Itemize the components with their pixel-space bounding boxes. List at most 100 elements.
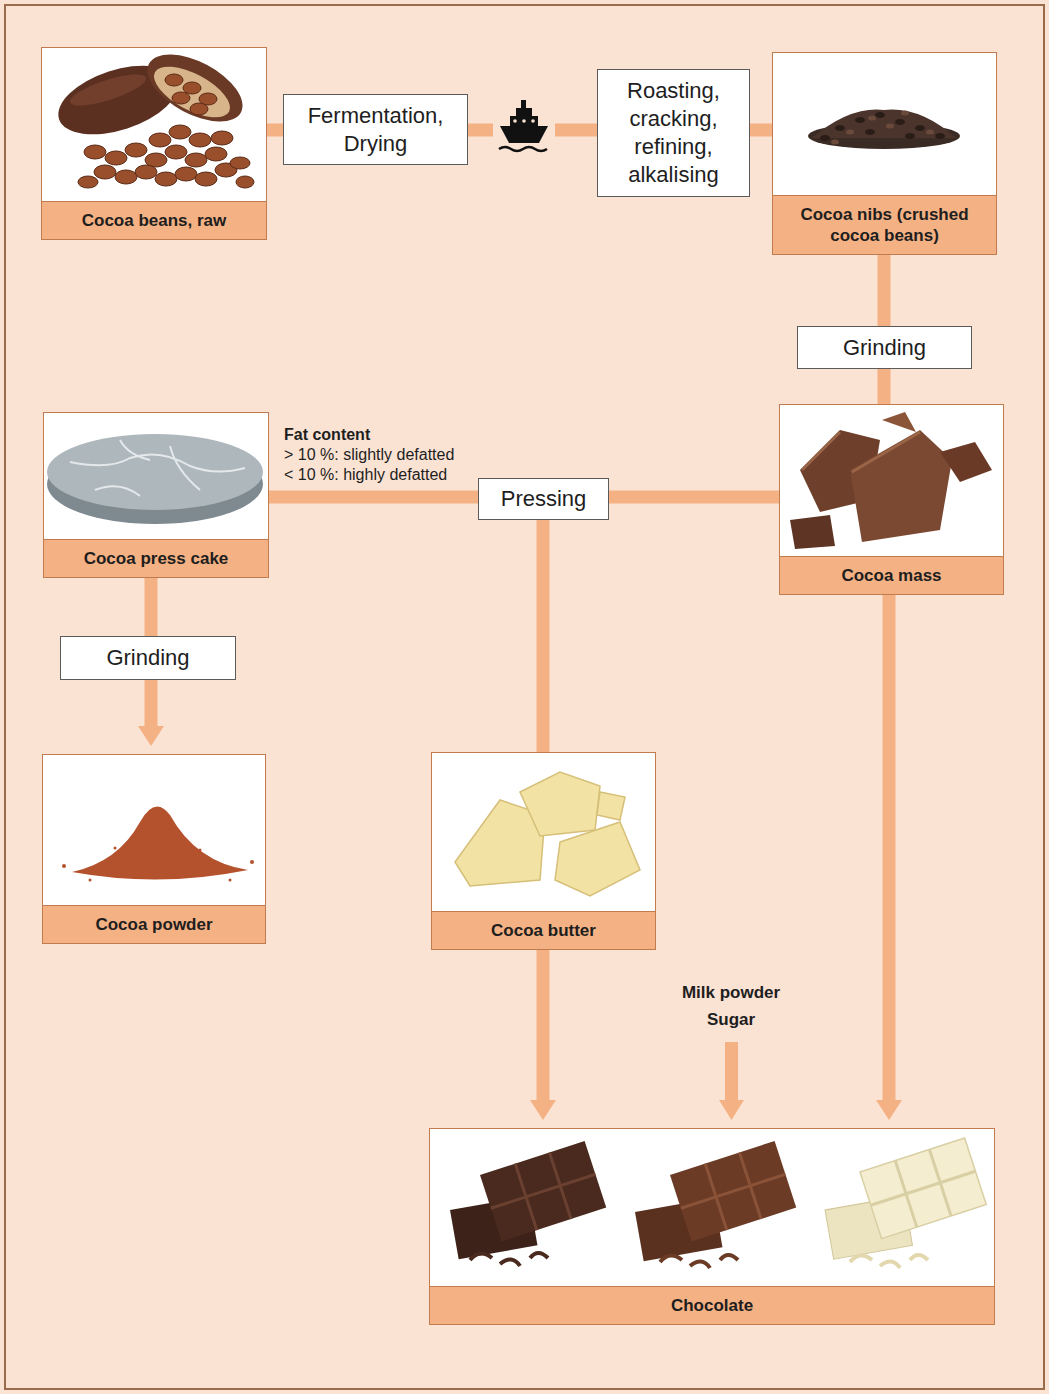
cocoa-pod-picture [236,176,254,188]
image-ground [42,754,266,906]
chocolate-picture [670,1141,796,1242]
cocoa-powder-picture [62,806,254,881]
process-box: Roasting, cracking, refining, alkalising [597,69,750,197]
product-label: Cocoa beans, raw [48,210,260,231]
cocoa-pod-picture [78,74,254,188]
product-label: Chocolate [436,1295,988,1316]
connector-line [750,124,772,137]
cocoa-powder-picture [229,879,232,882]
cocoa-powder-picture [89,879,92,882]
chocolate-picture [670,1141,796,1242]
cocoa-pod-picture [230,157,250,169]
process-box: Fermentation, Drying [283,94,468,165]
picture-area [430,1129,994,1286]
press-cake-picture [47,434,263,524]
picture-area [42,48,266,201]
cocoa-nibs-picture [846,130,854,135]
process-label: Roasting, cracking, refining, alkalising [604,77,743,189]
cocoa-powder-picture [114,847,117,850]
cocoa-powder-picture [62,864,66,868]
input-arrow [719,1042,744,1120]
cocoa-mass-picture [940,442,992,482]
cocoa-pod-picture [50,41,254,188]
cocoa-nibs-picture [935,133,945,139]
cocoa-butter-picture [520,772,600,836]
cocoa-pod-picture [149,133,171,147]
label-band: Cocoa nibs (crushed cocoa beans) [773,195,996,254]
ship-icon [499,147,547,151]
flow-connector [876,595,902,1120]
label-band: Cocoa powder [43,905,265,943]
process-label: Pressing [501,485,587,513]
flow-connector [267,130,283,131]
cocoa-nibs-picture [831,140,839,145]
connector-line [609,491,779,504]
picture-area [43,755,265,905]
cocoa-pod-picture [155,172,177,186]
cocoa-butter-picture [597,792,625,820]
product-box: Cocoa beans, raw [41,47,267,240]
image-ground [779,404,1004,557]
picture-area [773,53,996,195]
cocoa-pod-picture [169,125,191,139]
chocolate-picture [660,1255,738,1268]
cocoa-pod-picture [115,170,137,184]
note-text: < 10 %: highly defatted [284,465,447,485]
cocoa-pod-picture [137,41,253,136]
connector-line [537,950,550,1101]
connector-line [145,578,158,636]
chocolate-picture [450,1138,986,1268]
cocoa-mass-picture [882,412,916,432]
cocoa-nibs-picture [926,130,934,135]
press-cake-picture [47,434,263,510]
ship-icon [531,119,535,123]
flow-connector [750,130,772,131]
process-box: Pressing [478,478,609,520]
cocoa-pod-picture [185,153,207,167]
cocoa-pod-picture [189,133,211,147]
chocolate-picture [860,1138,986,1239]
cocoa-mass-picture [850,430,952,542]
cocoa-pod-picture [94,165,116,179]
label-band: Cocoa press cake [44,539,268,577]
connector-line [267,124,283,137]
label-band: Cocoa butter [432,911,655,949]
ship-icon [516,108,532,117]
connector-line [878,369,891,404]
cocoa-pod-picture [105,151,127,165]
cocoa-nibs-picture [895,119,905,125]
label-band: Cocoa beans, raw [42,201,266,239]
connector-line [883,595,896,1101]
cocoa-pod-picture [175,167,197,181]
chocolate-picture [480,1141,606,1242]
cocoa-nibs-picture [812,110,956,138]
cocoa-nibs-picture [831,111,934,145]
page-border [5,5,1044,1389]
flow-connector [269,497,478,498]
cocoa-pod-picture [135,165,157,179]
cocoa-powder-picture [199,849,202,852]
cocoa-pod-picture [190,103,208,115]
chocolate-picture [860,1138,986,1239]
connector-line [878,255,891,326]
cocoa-nibs-picture [808,110,960,149]
chocolate-picture [480,1141,606,1242]
cocoa-pod-picture [146,56,237,127]
product-box: Cocoa butter [431,752,656,950]
ship-icon [522,119,526,123]
cocoa-nibs-picture [820,135,830,141]
cocoa-powder-picture [62,847,254,882]
cocoa-nibs-picture [835,125,845,131]
product-box: Cocoa powder [42,754,266,944]
cocoa-butter-picture [455,772,640,896]
ship-icon [493,118,555,142]
flow-connector [884,369,885,404]
flow-connector [543,520,544,752]
product-label: Cocoa mass [786,565,997,586]
connector-line [537,520,550,752]
process-label: Grinding [843,334,926,362]
note-text: Sugar [707,1010,755,1030]
press-cake-picture [70,440,245,496]
product-box: Cocoa mass [779,404,1004,595]
